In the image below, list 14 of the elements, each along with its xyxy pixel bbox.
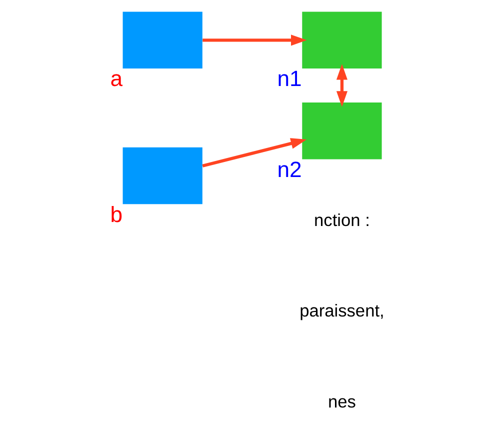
arrow: [336, 64, 348, 107]
arrow: [202, 138, 307, 168]
label: paraissent,: [300, 300, 384, 321]
node-label: n1: [277, 66, 302, 92]
label: nes: [328, 391, 356, 412]
node-box: [122, 147, 202, 204]
node-box: [302, 12, 382, 69]
node-box: [122, 12, 202, 69]
node-box: [302, 102, 382, 160]
label: nction :: [314, 210, 370, 230]
node-label: n2: [277, 156, 302, 182]
node-label: b: [110, 202, 123, 227]
node-label: a: [110, 66, 123, 92]
arrow: [202, 34, 307, 46]
